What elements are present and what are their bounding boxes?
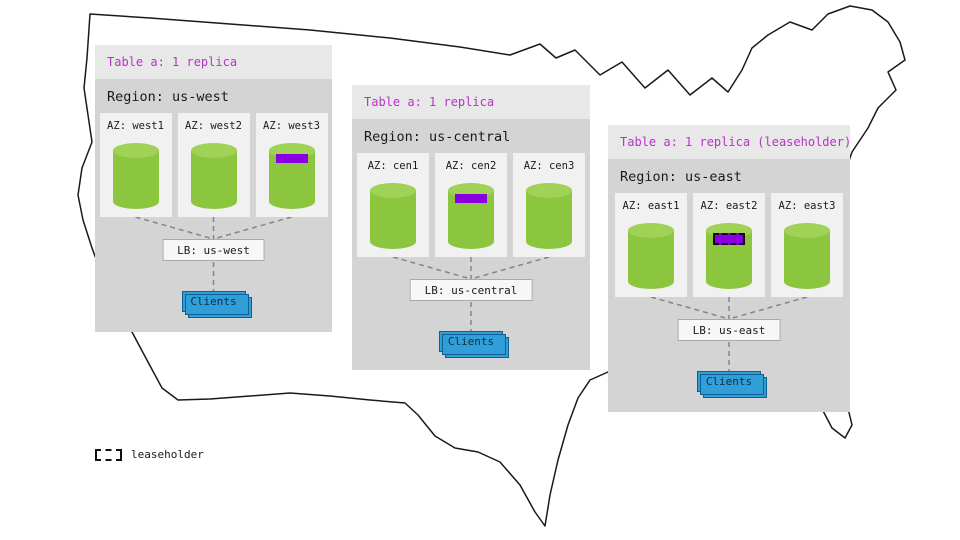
az-box-west3: AZ: west3 [255, 113, 328, 217]
az-label: AZ: west1 [107, 120, 164, 132]
az-box-east3: AZ: east3 [771, 193, 843, 297]
az-row: AZ: east1 AZ: east2 AZ: east3 [608, 193, 850, 297]
az-box-cen3: AZ: cen3 [513, 153, 585, 257]
table-replica-header: Table a: 1 replica (leaseholder) [608, 125, 852, 159]
az-label: AZ: west3 [263, 120, 320, 132]
region-panel-us-east: Table a: 1 replica (leaseholder) Region:… [608, 125, 852, 412]
az-box-west1: AZ: west1 [99, 113, 172, 217]
region-title: Region: us-central [364, 129, 511, 145]
table-replica-label: Table a: 1 replica (leaseholder) [620, 135, 852, 149]
region-title: Region: us-west [107, 89, 229, 105]
replica-range-band [275, 154, 308, 163]
replica-cylinder [526, 183, 572, 249]
load-balancer-box: LB: us-east [677, 319, 781, 341]
region-title: Region: us-east [620, 169, 742, 185]
replica-cylinder [784, 223, 830, 289]
az-label: AZ: east1 [622, 200, 680, 212]
region-panel-us-west: Table a: 1 replica Region: us-west AZ: w… [95, 45, 332, 332]
replica-cylinder [628, 223, 674, 289]
az-row: AZ: cen1 AZ: cen2 AZ: cen3 [352, 153, 590, 257]
region-panel-us-central: Table a: 1 replica Region: us-central AZ… [352, 85, 590, 370]
load-balancer-box: LB: us-central [409, 279, 533, 301]
replica-cylinder [190, 143, 237, 209]
az-label: AZ: cen2 [445, 160, 497, 172]
az-label: AZ: east3 [778, 200, 836, 212]
replica-cylinder [112, 143, 159, 209]
az-label: AZ: west2 [185, 120, 242, 132]
replica-cylinder [448, 183, 494, 249]
legend: leaseholder [95, 448, 204, 461]
az-box-cen1: AZ: cen1 [357, 153, 429, 257]
table-replica-label: Table a: 1 replica [107, 55, 238, 69]
replica-cylinder [370, 183, 416, 249]
leaseholder-legend-icon [95, 448, 122, 461]
az-row: AZ: west1 AZ: west2 AZ: west3 [95, 113, 332, 217]
leaseholder-range-band [713, 233, 745, 245]
table-replica-header: Table a: 1 replica [352, 85, 590, 119]
legend-label: leaseholder [131, 448, 204, 461]
clients-box: Clients [181, 291, 246, 312]
clients-box: Clients [697, 371, 761, 392]
table-replica-header: Table a: 1 replica [95, 45, 332, 79]
replica-cylinder [268, 143, 315, 209]
az-label: AZ: east2 [700, 200, 758, 212]
az-box-west2: AZ: west2 [177, 113, 250, 217]
az-box-east1: AZ: east1 [615, 193, 687, 297]
clients-box: Clients [439, 331, 503, 352]
table-replica-label: Table a: 1 replica [364, 95, 495, 109]
az-box-east2: AZ: east2 [693, 193, 765, 297]
replica-range-band [455, 194, 487, 203]
replica-cylinder [706, 223, 752, 289]
az-label: AZ: cen1 [367, 160, 419, 172]
load-balancer-box: LB: us-west [162, 239, 265, 261]
az-label: AZ: cen3 [523, 160, 575, 172]
az-box-cen2: AZ: cen2 [435, 153, 507, 257]
